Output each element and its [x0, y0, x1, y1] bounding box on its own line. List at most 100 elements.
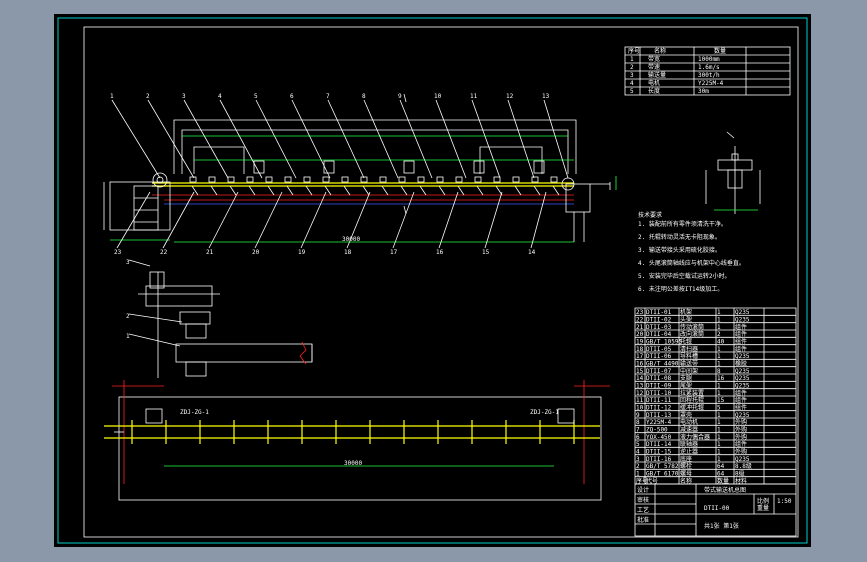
parts-cell: 组件	[735, 403, 747, 411]
parts-cell: 组件	[735, 330, 747, 338]
parts-cell: 电动机	[680, 418, 698, 426]
parts-cell: 联轴器	[680, 440, 698, 448]
parts-cell: 头架	[680, 315, 692, 323]
parts-cell: 组件	[735, 337, 747, 345]
idler-support	[324, 185, 332, 196]
parts-cell: 尾架	[680, 381, 692, 389]
spec-cell: 1000mm	[698, 56, 720, 63]
parts-cell: 4	[636, 448, 640, 455]
idler-support	[267, 185, 275, 196]
parts-cell: 5	[636, 441, 640, 448]
parts-cell: Q235	[735, 368, 750, 375]
parts-cell: DTII-08	[646, 375, 672, 382]
parts-cell: 8	[717, 368, 721, 375]
title-scale-label: 比例	[757, 497, 769, 505]
parts-cell: 3	[636, 456, 640, 463]
parts-header-cell: 材料	[735, 477, 747, 485]
parts-cell: 组件	[735, 396, 747, 404]
title-drawing-name: 带式输送机总图	[704, 486, 746, 494]
parts-cell: 拉紧装置	[680, 389, 704, 397]
idler-roller	[417, 176, 425, 183]
parts-cell: GB/T 4490	[646, 360, 679, 367]
callout-top-leader	[399, 99, 433, 179]
detail-view	[705, 131, 761, 214]
parts-cell: 15	[717, 397, 725, 404]
callout-top-label: 9	[398, 93, 402, 100]
parts-cell: 1	[717, 360, 721, 367]
parts-cell: 11	[636, 397, 644, 404]
parts-cell: DTII-12	[646, 404, 672, 411]
parts-cell: 机架	[680, 308, 692, 316]
inner-border	[83, 26, 799, 538]
parts-cell: GB/T 6170	[646, 470, 679, 477]
parts-cell: Q235	[735, 412, 750, 419]
parts-cell: 1	[717, 419, 721, 426]
parts-cell: DTII-04	[646, 331, 672, 338]
parts-cell: 1	[717, 353, 721, 360]
parts-cell: Q235	[735, 375, 750, 382]
callout-top-label: 3	[182, 93, 186, 100]
notes-title: 技术要求	[638, 211, 662, 219]
callout-bottom-label: 20	[252, 249, 260, 256]
idler-support	[419, 185, 427, 196]
parts-cell: 22	[636, 316, 644, 323]
parts-cell: DTII-14	[646, 441, 672, 448]
parts-cell: 螺母	[680, 469, 692, 477]
spec-cell: 电机	[648, 79, 660, 87]
callout-bottom-label: 21	[206, 249, 214, 256]
parts-cell: Q235	[735, 316, 750, 323]
plan-label-left: ZDJ-ZG-1	[180, 409, 209, 416]
parts-cell: Y225M-4	[646, 419, 672, 426]
parts-cell: 组件	[735, 440, 747, 448]
idler-support	[191, 185, 199, 196]
callout-bottom-leader	[392, 191, 415, 249]
idler-support	[400, 185, 408, 196]
callout-top-label: 5	[254, 93, 258, 100]
idler-roller	[360, 176, 368, 183]
parts-cell: 5	[717, 404, 721, 411]
parts-cell: 6	[636, 434, 640, 441]
parts-cell: GB/T 10595	[646, 338, 683, 345]
idler-support	[533, 185, 541, 196]
drive-callout-label: 1	[126, 333, 130, 340]
hopper-block	[323, 160, 335, 174]
idler-support	[210, 185, 218, 196]
spec-header-cell: 名称	[654, 47, 666, 55]
parts-cell: DTII-05	[646, 346, 672, 353]
callout-top-leader	[435, 99, 467, 179]
spec-cell: 2	[630, 64, 634, 71]
dim-main: 30000	[342, 236, 360, 243]
parts-cell: Q235	[735, 309, 750, 316]
note-line: 3. 输送带接头采用硫化胶接。	[638, 246, 721, 254]
parts-cell: 1	[717, 426, 721, 433]
parts-cell: 7	[636, 426, 640, 433]
parts-cell: 8.8级	[735, 462, 752, 470]
callout-top-label: 10	[434, 93, 442, 100]
hopper-block	[253, 160, 265, 174]
spec-cell: 300t/h	[698, 72, 720, 79]
parts-cell: 外购	[735, 418, 747, 426]
idler-roller	[474, 176, 482, 183]
idler-roller	[436, 176, 444, 183]
parts-cell: DTII-02	[646, 316, 672, 323]
spec-cell: Y225M-4	[698, 80, 724, 87]
callout-bottom-leader	[300, 191, 327, 249]
parts-cell: 输送带	[680, 359, 698, 367]
parts-cell: 底座	[680, 455, 692, 463]
callout-bottom-leader	[346, 191, 371, 249]
callout-bottom-label: 15	[482, 249, 490, 256]
plan-label-right: ZDJ-ZG-1	[530, 409, 559, 416]
spec-cell: 30m	[698, 88, 709, 95]
parts-cell: 外购	[735, 433, 747, 441]
parts-cell: 1	[717, 324, 721, 331]
callout-bottom-label: 19	[298, 249, 306, 256]
spec-header-cell: 数量	[714, 47, 726, 55]
idler-roller	[379, 176, 387, 183]
parts-cell: 逆止器	[680, 447, 698, 455]
idler-roller	[265, 176, 273, 183]
idler-roller	[531, 176, 539, 183]
callout-top-label: 13	[542, 93, 550, 100]
callout-top-leader	[219, 99, 263, 179]
